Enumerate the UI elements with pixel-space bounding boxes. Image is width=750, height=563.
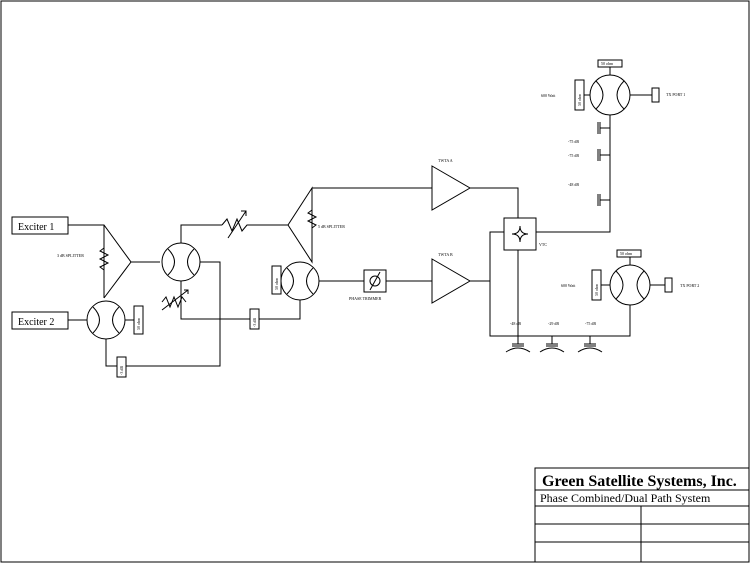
exciter-2-block: Exciter 2: [11, 311, 69, 330]
power-top-label: 600 Watt: [541, 93, 556, 98]
splitter-3db: 3 dB SPLITTER: [57, 224, 160, 299]
vtc-combiner: VTC: [489, 115, 631, 337]
variable-attenuator-upper: [221, 210, 288, 239]
tx-port-2-load: [664, 277, 673, 293]
output-branch-top: TX PORT 1 50 ohm 50 ohm 600 Watt -75 dB …: [541, 59, 685, 206]
twta-a: TWTA A: [431, 158, 519, 218]
tx-port-1-label: TX PORT 1: [666, 92, 685, 97]
coupler-bot-2-label: -29 dB: [548, 321, 559, 326]
vtc-label: VTC: [539, 242, 547, 247]
tx-port-2-label: TX PORT 2: [680, 283, 699, 288]
resistor-top-label: 50 ohm: [577, 93, 582, 106]
coupler-bot-3-label: -75 dB: [585, 321, 596, 326]
resistor-bottom: [591, 269, 602, 301]
load-top-label: 50 ohm: [601, 61, 614, 66]
coupler-bot-1-label: -48 dB: [510, 321, 521, 326]
load-top: [597, 59, 623, 68]
exciter-2-label: Exciter 2: [18, 317, 54, 328]
atten-bottom-label: -3 dB: [119, 366, 124, 375]
output-branch-bottom: TX PORT 2 50 ohm 50 ohm 600 Watt -48 dB …: [505, 249, 699, 353]
resistor-bottom-label: 50 ohm: [594, 283, 599, 296]
atten-mid-label: -3 dB: [252, 318, 257, 327]
resistor-top: [574, 79, 585, 111]
resistor-ex2-label: 50 ohm: [136, 317, 141, 330]
hybrid-exciter-2: 50 ohm -3 dB: [68, 261, 221, 378]
load-bottom: [616, 249, 642, 258]
phase-trimmer-label: PHASE TRIMMER: [349, 296, 382, 301]
drawing-title: Phase Combined/Dual Path System: [540, 491, 711, 505]
phase-trimmer: PHASE TRIMMER: [349, 269, 432, 301]
splitter-5db-label: 5 dB SPLITTER: [318, 224, 345, 229]
twta-b: TWTA B: [431, 231, 504, 304]
twta-b-label: TWTA B: [438, 252, 453, 257]
resistor-ex2: [133, 305, 144, 335]
load-bottom-label: 50 ohm: [620, 251, 633, 256]
twta-a-label: TWTA A: [438, 158, 453, 163]
coupler-top-1-label: -75 dB: [568, 139, 579, 144]
exciter-1-block: Exciter 1: [11, 216, 69, 235]
power-bottom-label: 600 Watt: [561, 283, 576, 288]
resistor-mid: [271, 265, 282, 295]
hybrid-right: 50 ohm: [271, 261, 364, 301]
coupler-top-3-label: -48 dB: [568, 182, 579, 187]
coupler-top-2-label: -75 dB: [568, 153, 579, 158]
exciter-1-label: Exciter 1: [18, 222, 54, 233]
splitter-3db-label: 3 dB SPLITTER: [57, 253, 84, 258]
hybrid-middle: [161, 224, 250, 320]
atten-mid: -3 dB: [249, 298, 301, 330]
resistor-mid-label: 50 ohm: [274, 277, 279, 290]
company-name: Green Satellite Systems, Inc.: [542, 473, 737, 490]
title-block: Green Satellite Systems, Inc. Phase Comb…: [534, 467, 750, 563]
atten-bottom: [116, 356, 127, 378]
tx-port-1-load: [651, 87, 660, 103]
splitter-5db: 5 dB SPLITTER: [287, 186, 432, 264]
